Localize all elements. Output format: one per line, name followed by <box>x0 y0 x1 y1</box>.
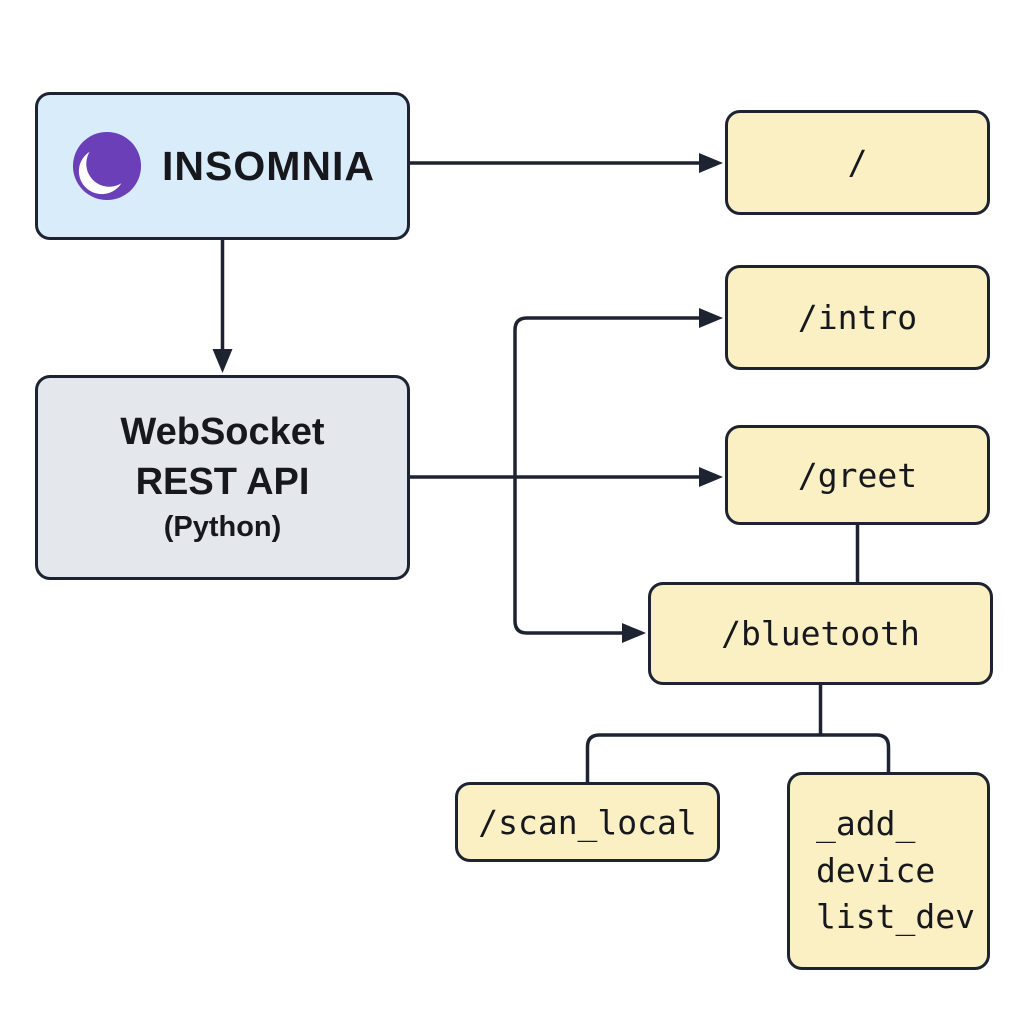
arrowhead-intro <box>699 308 723 328</box>
endpoint-add-device-line-2: device <box>816 850 936 890</box>
endpoint-add-device-line-3: list_dev <box>816 897 975 937</box>
node-endpoint-scan-local: /scan_local <box>455 782 720 862</box>
arrowhead-bluetooth <box>622 623 646 643</box>
endpoint-add-device-line-1: _add_ <box>816 803 916 843</box>
endpoint-greet-label: /greet <box>797 455 918 495</box>
node-endpoint-greet: /greet <box>725 425 990 525</box>
node-endpoint-add-device: _add_ device list_dev <box>787 772 990 970</box>
node-websocket-api: WebSocket REST API (Python) <box>35 375 410 580</box>
endpoint-scan-local-label: /scan_local <box>478 802 697 842</box>
insomnia-label: INSOMNIA <box>162 142 375 189</box>
connector-branch-trunk <box>513 316 699 635</box>
arrowhead-root <box>699 153 723 173</box>
endpoint-root-label: / <box>847 143 868 182</box>
api-subtitle: (Python) <box>163 510 282 543</box>
arrowhead-api <box>212 349 233 373</box>
node-endpoint-intro: /intro <box>725 265 990 370</box>
node-endpoint-bluetooth: /bluetooth <box>648 582 993 685</box>
api-title-line-1: WebSocket <box>120 411 325 454</box>
insomnia-logo-icon <box>70 129 144 203</box>
connector-children-bar <box>585 733 891 782</box>
endpoint-bluetooth-label: /bluetooth <box>721 614 920 653</box>
arrowhead-greet <box>699 467 723 487</box>
node-endpoint-root: / <box>725 110 990 215</box>
node-insomnia-client: INSOMNIA <box>35 92 410 240</box>
endpoint-intro-label: /intro <box>797 298 918 337</box>
api-title-line-2: REST API <box>135 461 310 503</box>
